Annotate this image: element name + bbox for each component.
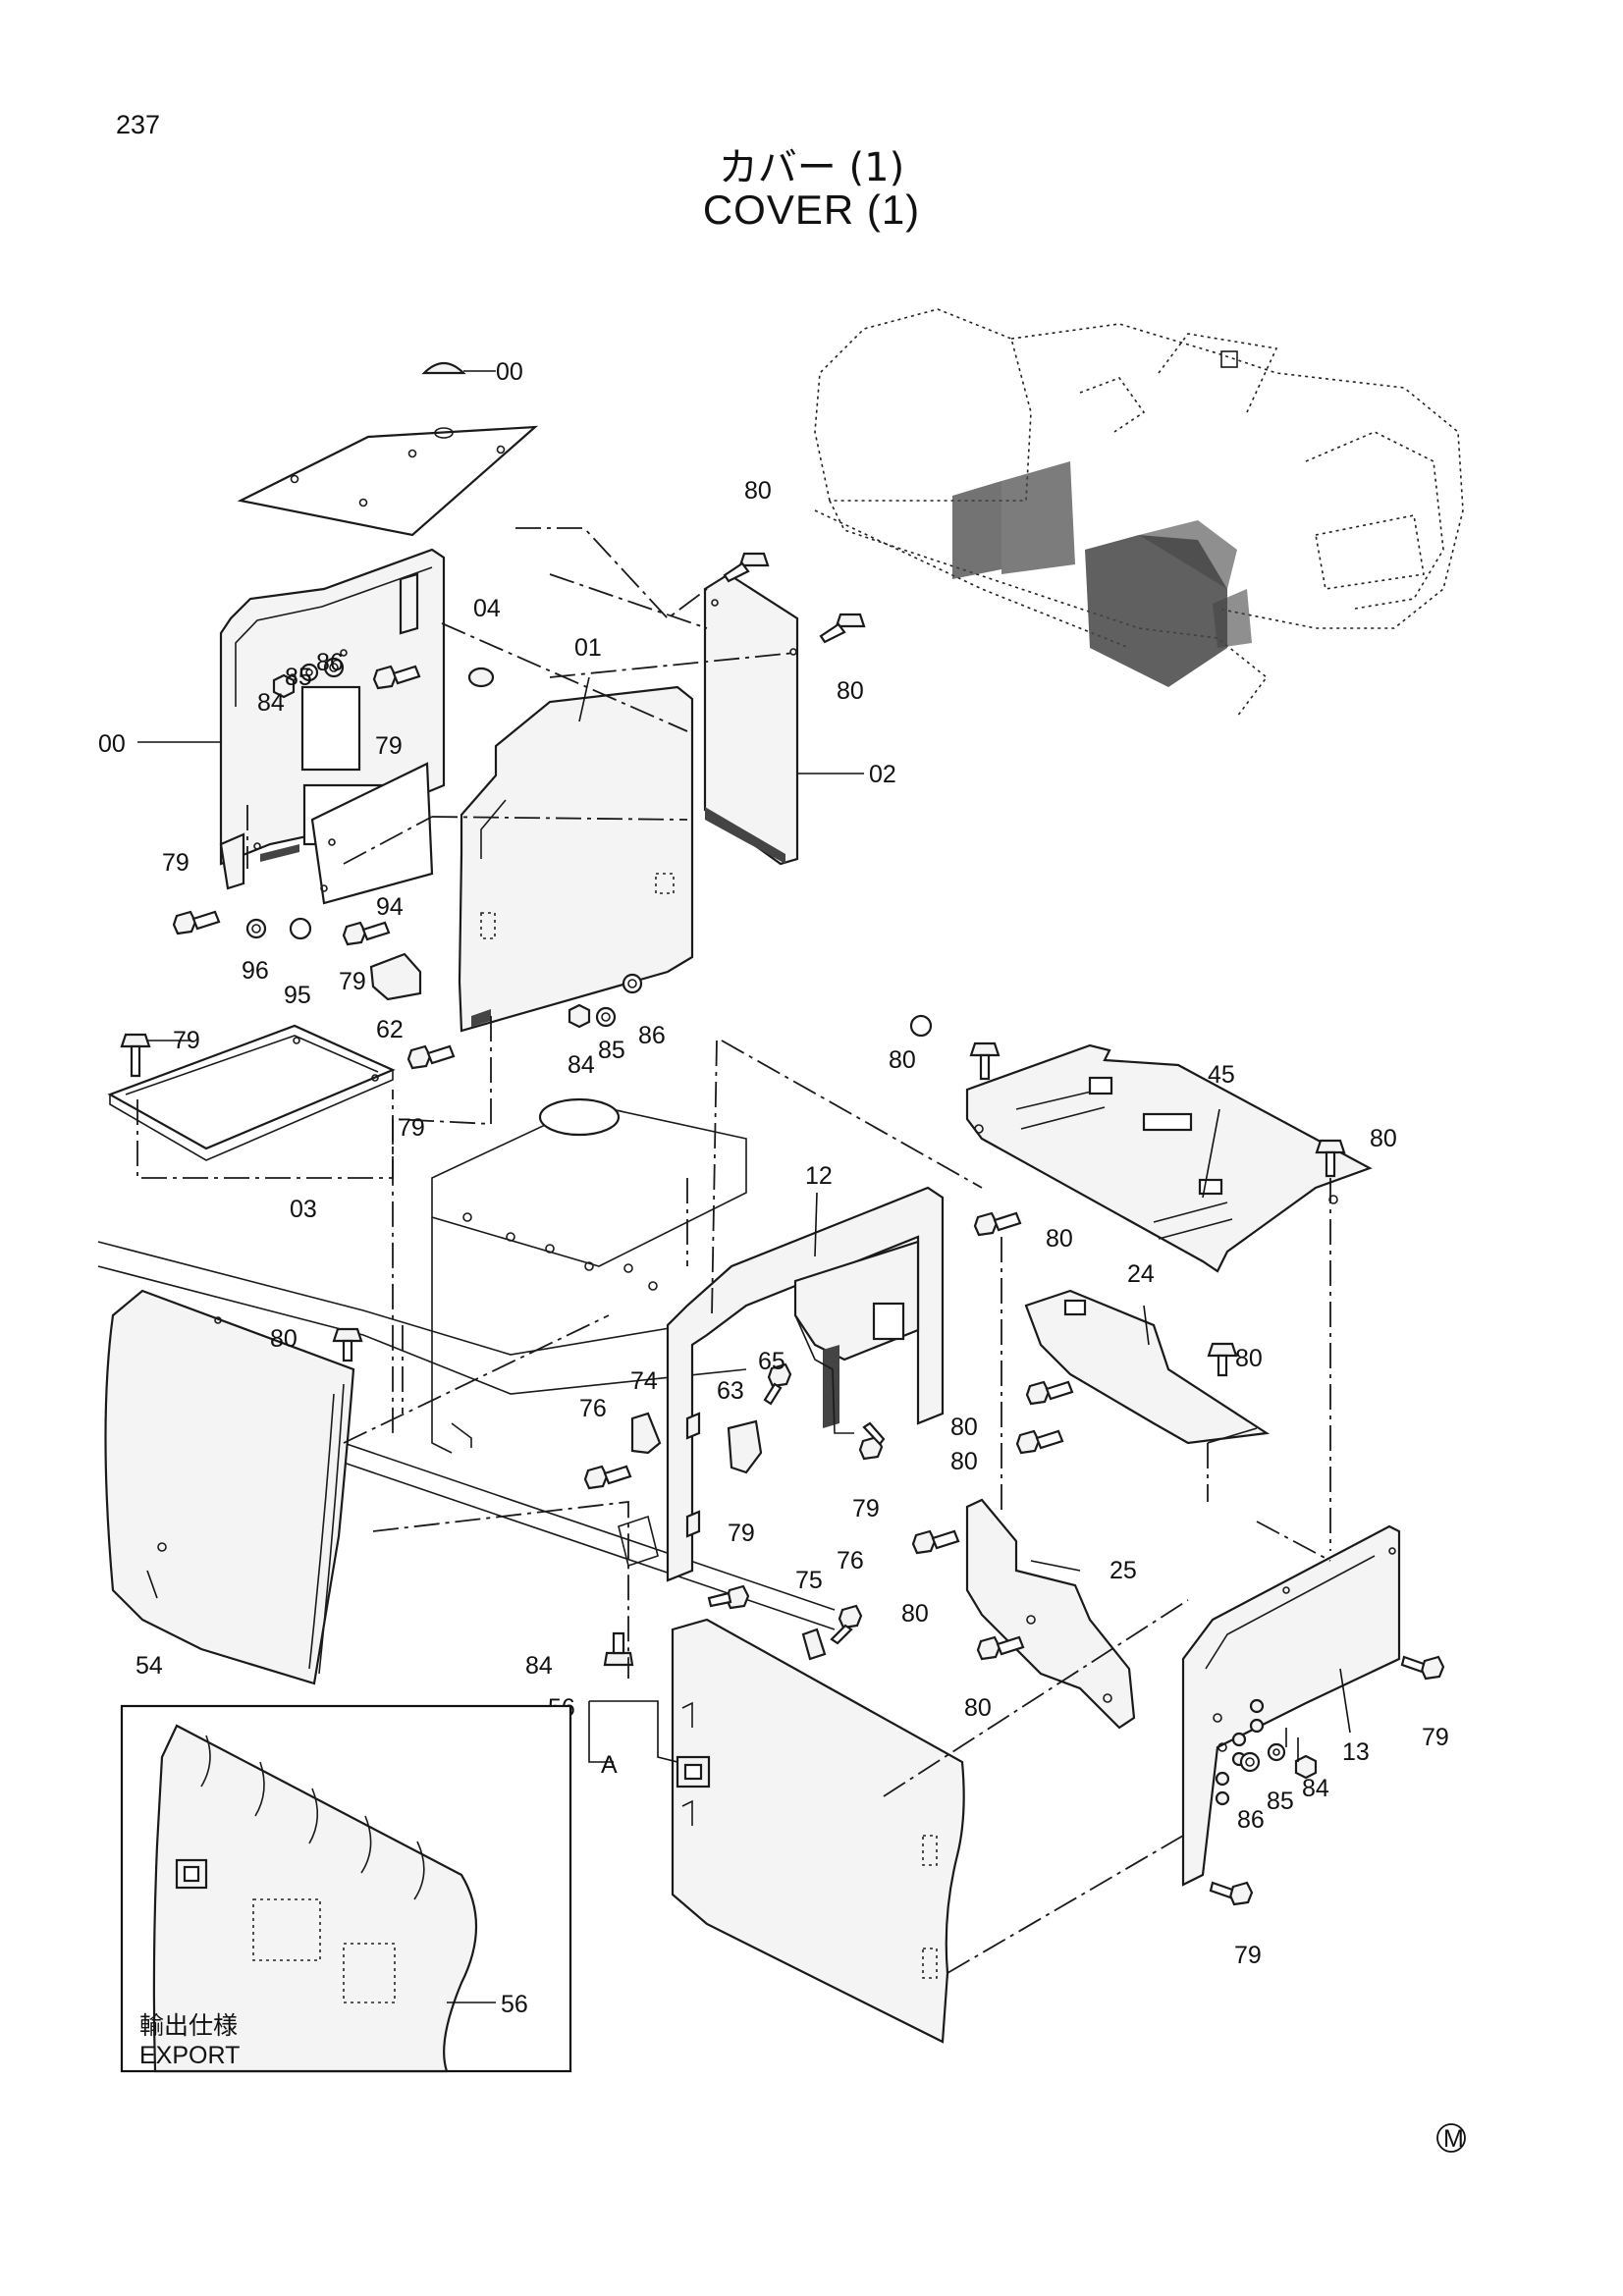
callout-63: 63 [717, 1377, 744, 1405]
callout-04: 00 [496, 358, 523, 386]
m-mark-letter: M [1443, 2125, 1464, 2153]
callout-84: 84 [568, 1051, 595, 1079]
callout-80: 80 [901, 1600, 929, 1628]
bracket-24 [1024, 1289, 1271, 1445]
callout-79: 79 [339, 968, 366, 995]
frame-13 [1181, 1524, 1401, 1887]
cover-56 [671, 1618, 965, 2044]
callout-80: 80 [950, 1414, 978, 1441]
callout-79: 79 [852, 1495, 880, 1522]
callout-80: 84 [525, 1652, 553, 1680]
callout-95: 95 [284, 982, 311, 1009]
leader-lines [137, 370, 1351, 2008]
title-japanese: カバー (1) [718, 145, 905, 190]
callout-76: 76 [837, 1547, 864, 1575]
callout-85: 85 [1267, 1788, 1294, 1815]
callout-02: 02 [869, 761, 896, 788]
title-english: COVER (1) [702, 187, 921, 233]
callout-80: 80 [744, 477, 772, 505]
page-number: 237 [116, 110, 161, 139]
callout-a: A [601, 1751, 618, 1779]
callout-80: 80 [1370, 1125, 1397, 1152]
callout-80: 80 [270, 1325, 298, 1353]
brackets-74-63-75 [630, 1412, 827, 1661]
callout-79: 79 [173, 1027, 200, 1054]
bracket-62 [369, 952, 422, 1001]
callout-12: 12 [805, 1162, 833, 1190]
callout-80: 80 [889, 1046, 916, 1074]
callout-79: 79 [398, 1114, 425, 1142]
callout-86: 86 [1237, 1806, 1265, 1834]
fasteners [120, 552, 1445, 1906]
callout-45: 45 [1208, 1061, 1235, 1089]
cover-plate-04 [237, 361, 539, 537]
callout-86: 86 [638, 1022, 666, 1049]
callout-80: 80 [964, 1694, 992, 1722]
callout-24: 24 [1127, 1260, 1155, 1288]
callout-62: 62 [376, 1016, 404, 1043]
callout-75: 75 [795, 1567, 823, 1594]
callout-01: 01 [574, 634, 602, 662]
tank-area [97, 1097, 836, 1630]
callout-65: 65 [758, 1348, 785, 1375]
callout-03: 03 [290, 1196, 317, 1223]
callout-96: 96 [242, 957, 269, 985]
part-callouts: 00 04 01 80 80 02 00 85 86 84 79 79 94 9… [98, 358, 1449, 1969]
export-inset: 56 輸出仕様 EXPORT [120, 1704, 572, 2073]
assembly-lines [136, 527, 1331, 1974]
panel-01 [458, 685, 694, 1033]
callout-79: 79 [162, 849, 189, 877]
callout-84: 84 [257, 689, 285, 717]
m-mark: M [1436, 2123, 1466, 2153]
tray-03 [107, 1024, 396, 1161]
callout-74: 74 [630, 1367, 658, 1395]
bracket-25 [965, 1498, 1136, 1730]
callout-85: 85 [598, 1037, 625, 1064]
callout-13: 13 [1342, 1738, 1370, 1766]
machine-overview [814, 308, 1464, 718]
frame-12 [666, 1186, 945, 1582]
callout-80: 80 [837, 677, 864, 705]
callout-80: 80 [1235, 1345, 1263, 1372]
callout-94: 94 [376, 893, 404, 921]
callout-86: 86 [316, 649, 344, 676]
callout-79: 79 [1422, 1724, 1449, 1751]
callout-25: 25 [1109, 1557, 1137, 1584]
callout-84: 84 [1302, 1775, 1329, 1802]
callout-79: 79 [1234, 1942, 1262, 1969]
callout-76: 76 [579, 1395, 607, 1422]
bracket-94 [310, 762, 434, 905]
inset-callout-56: 56 [501, 1991, 528, 2018]
plate-45 [965, 1043, 1373, 1273]
callout-54: 54 [135, 1652, 163, 1680]
callout-05: 04 [473, 595, 501, 622]
callout-79: 79 [728, 1520, 755, 1547]
callout-85: 85 [285, 664, 312, 691]
inset-label-japanese: 輸出仕様 [139, 2011, 238, 2040]
callout-00: 00 [98, 730, 126, 758]
callout-80: 80 [1046, 1225, 1073, 1253]
cover-54 [104, 1289, 355, 1685]
callout-80: 80 [950, 1448, 978, 1475]
panel-02 [703, 572, 799, 866]
callout-79: 79 [375, 732, 403, 760]
inset-label-english: EXPORT [139, 2042, 240, 2069]
